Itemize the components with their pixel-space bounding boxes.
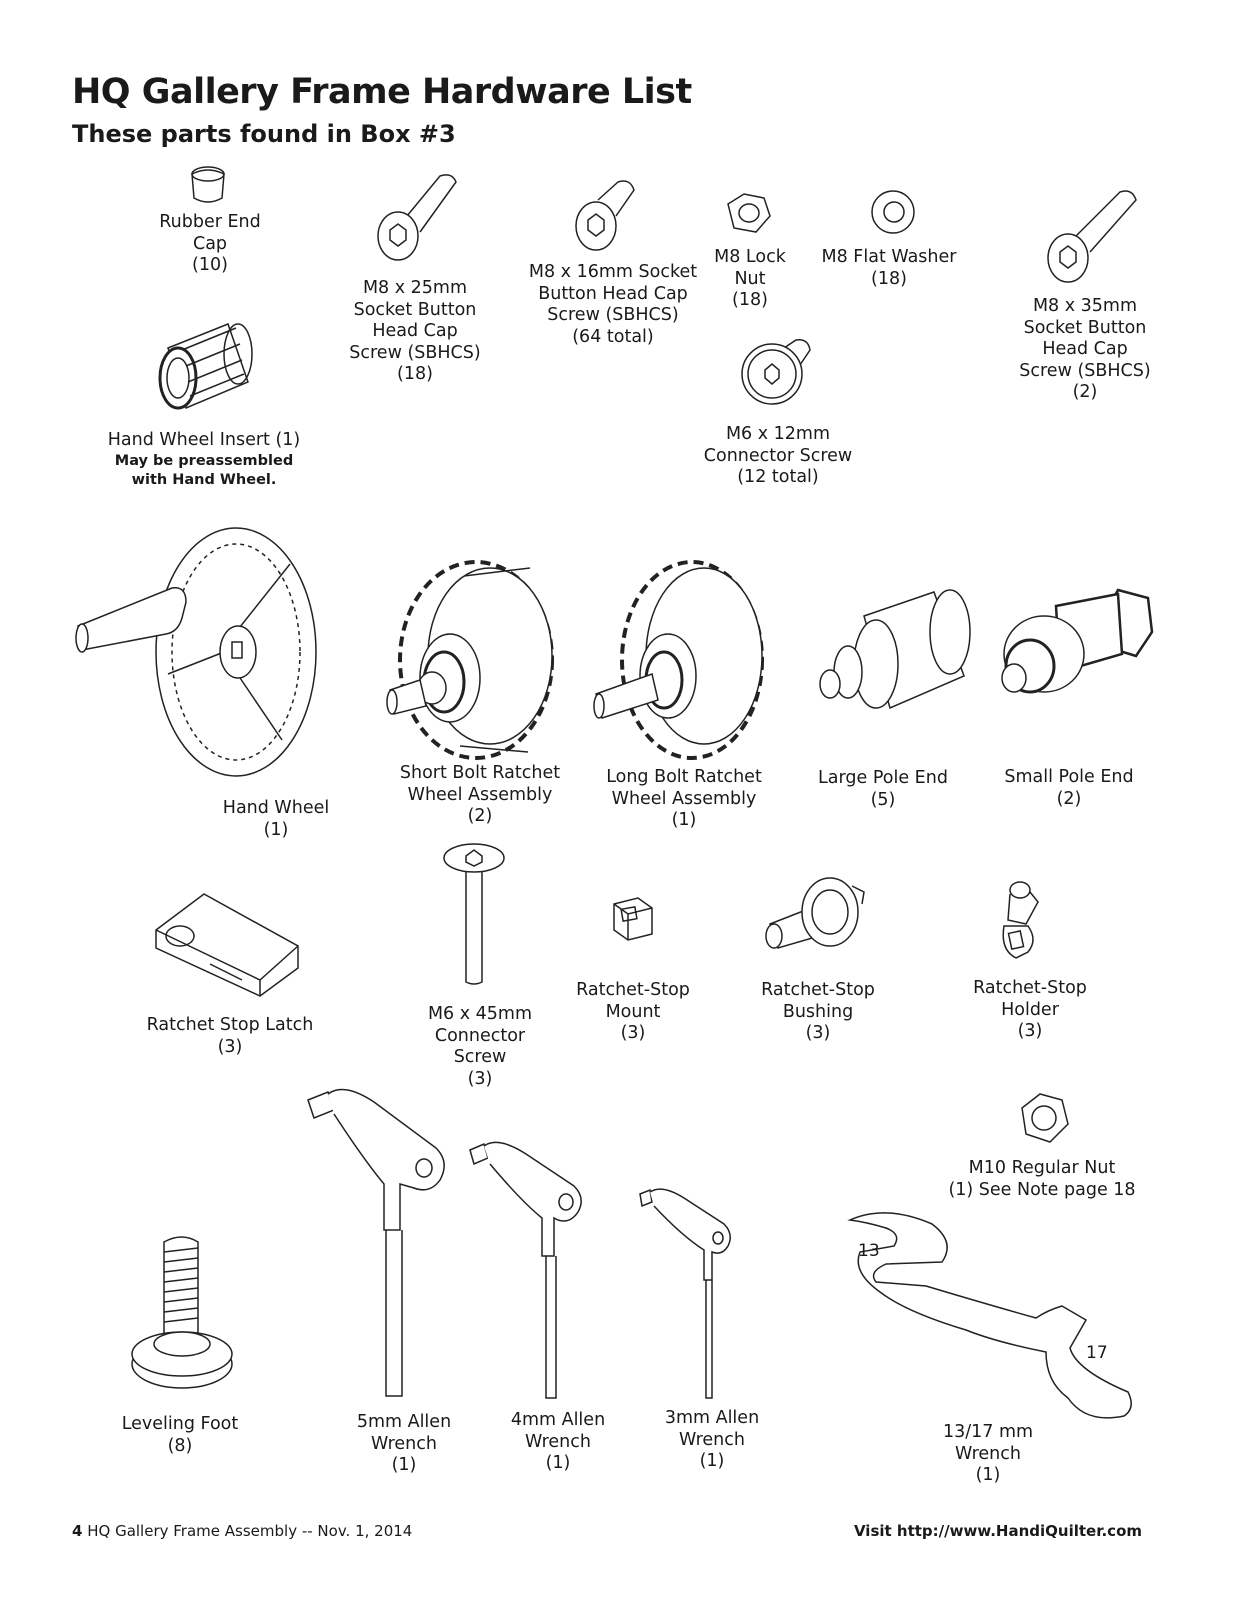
rubber-end-cap-illustration [186, 164, 230, 212]
ratchet-stop-latch-illustration [150, 884, 306, 1008]
m8x16-screw-illustration [572, 176, 642, 260]
short-bolt-ratchet-label: Short Bolt Ratchet Wheel Assembly (2) [399, 763, 561, 826]
m8-flat-washer-label: M8 Flat Washer (18) [821, 247, 957, 289]
allen-4mm-label: 4mm Allen Wrench (1) [510, 1410, 606, 1473]
m8x25-screw-illustration [374, 168, 464, 272]
leveling-foot-label: Leveling Foot (8) [121, 1414, 239, 1456]
hand-wheel-label: Hand Wheel (1) [222, 798, 330, 840]
m8-lock-nut-illustration [724, 190, 774, 240]
m10-nut-illustration [1016, 1090, 1072, 1150]
m8x25-screw-label: M8 x 25mm Socket Button Head Cap Screw (… [349, 278, 481, 384]
short-bolt-ratchet-illustration [380, 556, 560, 770]
wrench-1317-illustration [846, 1202, 1136, 1430]
allen-3mm-label: 3mm Allen Wrench (1) [664, 1408, 760, 1471]
wrench-17-marking: 17 [1086, 1343, 1108, 1363]
long-bolt-ratchet-illustration [588, 556, 768, 770]
small-pole-end-illustration [990, 582, 1160, 716]
page-title: HQ Gallery Frame Hardware List [72, 72, 692, 112]
m6x45-screw-illustration [440, 840, 520, 990]
m8-flat-washer-illustration [868, 188, 918, 240]
ratchet-stop-holder-illustration [998, 880, 1048, 966]
ratchet-stop-bushing-label: Ratchet-Stop Bushing (3) [761, 980, 875, 1043]
wrench-1317-label: 13/17 mm Wrench (1) [942, 1422, 1034, 1485]
large-pole-end-label: Large Pole End (5) [818, 768, 948, 810]
hand-wheel-insert-note: May be preassembled with Hand Wheel. [114, 452, 294, 488]
small-pole-end-label: Small Pole End (2) [1004, 767, 1134, 809]
m6x45-screw-label: M6 x 45mm Connector Screw (3) [427, 1004, 533, 1089]
allen-5mm-illustration [304, 1080, 454, 1404]
m8x16-screw-label: M8 x 16mm Socket Button Head Cap Screw (… [528, 262, 698, 347]
m8-lock-nut-label: M8 Lock Nut (18) [714, 247, 786, 310]
allen-3mm-illustration [636, 1184, 746, 1406]
ratchet-stop-holder-label: Ratchet-Stop Holder (3) [973, 978, 1087, 1041]
m6x12-screw-illustration [738, 330, 818, 414]
page-subtitle: These parts found in Box #3 [72, 120, 456, 148]
rubber-end-cap-label: Rubber End Cap (10) [159, 212, 261, 275]
m8x35-screw-label: M8 x 35mm Socket Button Head Cap Screw (… [1019, 296, 1151, 402]
footer-doc-title: HQ Gallery Frame Assembly -- Nov. 1, 201… [87, 1522, 413, 1540]
footer-website: Visit http://www.HandiQuilter.com [853, 1522, 1142, 1540]
footer-doc-info: 4 HQ Gallery Frame Assembly -- Nov. 1, 2… [72, 1522, 412, 1540]
ratchet-stop-bushing-illustration [760, 876, 870, 960]
long-bolt-ratchet-label: Long Bolt Ratchet Wheel Assembly (1) [606, 767, 762, 830]
leveling-foot-illustration [128, 1230, 238, 1400]
page-number: 4 [72, 1522, 83, 1540]
m10-nut-label: M10 Regular Nut (1) See Note page 18 [948, 1158, 1136, 1200]
hand-wheel-illustration [68, 524, 324, 792]
ratchet-stop-mount-illustration [608, 894, 658, 948]
ratchet-stop-mount-label: Ratchet-Stop Mount (3) [576, 980, 690, 1043]
hand-wheel-insert-illustration [156, 316, 266, 420]
hand-wheel-insert-label: Hand Wheel Insert (1) [107, 430, 301, 450]
hand-wheel-insert-caption: Hand Wheel Insert (1) May be preassemble… [96, 430, 312, 490]
m6x12-screw-label: M6 x 12mm Connector Screw (12 total) [703, 424, 853, 487]
large-pole-end-illustration [814, 586, 978, 726]
m8x35-screw-illustration [1044, 184, 1140, 292]
allen-5mm-label: 5mm Allen Wrench (1) [356, 1412, 452, 1475]
allen-4mm-illustration [466, 1136, 596, 1406]
ratchet-stop-latch-label: Ratchet Stop Latch (3) [146, 1015, 314, 1057]
wrench-13-marking: 13 [858, 1241, 880, 1261]
